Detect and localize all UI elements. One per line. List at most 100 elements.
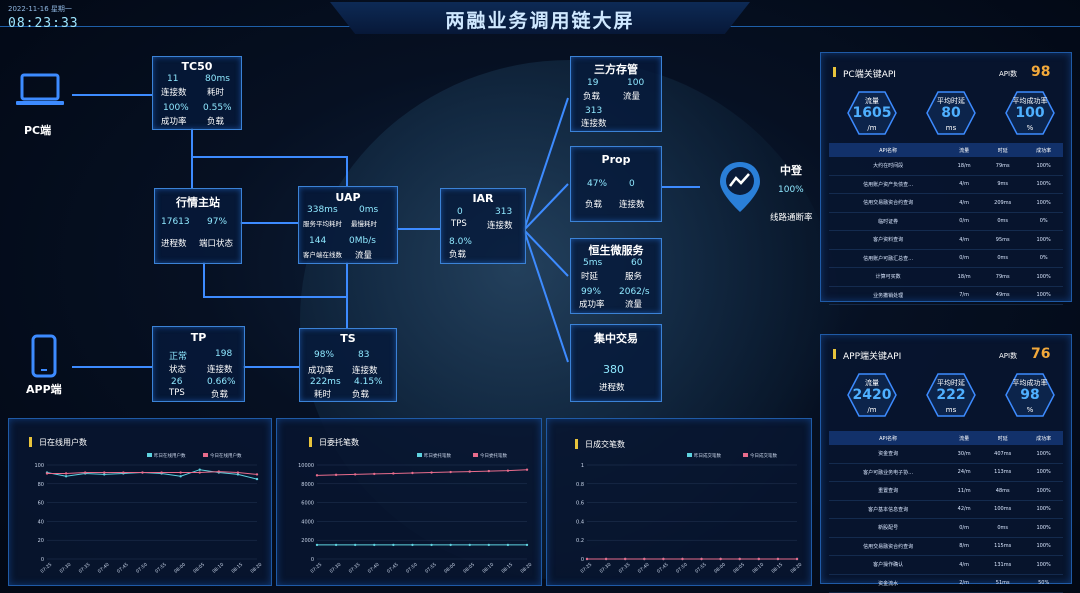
- node-uap[interactable]: UAP 338ms 0ms 服务平均耗时 最慢耗时 144 0Mb/s 客户端在…: [298, 186, 398, 264]
- y-tick-label: 2000: [301, 538, 314, 544]
- table-cell: 8/m: [947, 537, 982, 556]
- node-value: 222ms: [310, 377, 341, 387]
- data-point: [623, 557, 627, 561]
- data-point: [315, 543, 319, 547]
- data-point: [315, 474, 319, 477]
- page-title: 两融业务调用链大屏: [445, 10, 635, 32]
- node-value: 380: [603, 363, 624, 376]
- node-hqzz[interactable]: 行情主站 17613 97% 进程数 端口状态: [154, 188, 242, 264]
- node-value: 83: [358, 350, 370, 360]
- node-iar[interactable]: IAR 0 313 TPS 连接数 8.0% 负载: [440, 188, 526, 264]
- node-label: 成功率: [579, 300, 605, 310]
- table-cell: 新股配号: [829, 518, 948, 538]
- table-cell: 0/m: [947, 518, 982, 538]
- y-tick-label: 1: [581, 463, 584, 469]
- y-tick-label: 0: [41, 557, 44, 563]
- data-point: [700, 557, 703, 561]
- api-count: 76: [1031, 346, 1051, 362]
- node-label: 服务平均耗时: [303, 220, 342, 228]
- data-point: [585, 557, 589, 561]
- legend-swatch: [743, 453, 748, 457]
- node-value: 97%: [207, 217, 228, 227]
- table-cell: 0%: [1024, 212, 1063, 231]
- table-cell: 客户操作确认: [829, 555, 948, 575]
- node-title: 三方存管: [594, 63, 638, 76]
- node-title: TC50: [181, 60, 213, 73]
- data-point: [179, 475, 182, 478]
- node-jzjy[interactable]: 集中交易 380 进程数: [570, 324, 662, 402]
- x-tick-label: 08:05: [462, 562, 476, 575]
- table-cell: 100%: [1024, 286, 1063, 305]
- x-tick-label: 07:45: [116, 562, 130, 575]
- data-point: [487, 469, 491, 473]
- clock-text: 08:23:33: [8, 16, 79, 31]
- table-cell: 100%: [1024, 445, 1063, 464]
- node-value: 8.0%: [449, 237, 472, 247]
- node-label: 负载: [449, 250, 467, 260]
- node-value: 0ms: [359, 205, 379, 215]
- table-header: 时延: [981, 431, 1025, 445]
- node-label: 服务: [625, 272, 643, 282]
- x-tick-label: 07:35: [78, 562, 92, 575]
- data-point: [122, 471, 125, 474]
- x-tick-label: 08:20: [249, 562, 263, 575]
- data-point: [662, 557, 665, 561]
- table-cell: 209ms: [981, 193, 1025, 213]
- y-tick-label: 10000: [298, 463, 314, 469]
- y-tick-label: 0: [581, 557, 584, 563]
- node-title: TP: [190, 331, 207, 344]
- node-ts[interactable]: TS 98% 83 成功率 连接数 222ms 4.15% 耗时 负载: [299, 328, 397, 402]
- x-tick-label: 07:35: [618, 562, 632, 575]
- zd-label: 线路通断率: [770, 213, 813, 223]
- y-tick-label: 60: [38, 501, 44, 507]
- y-tick-label: 0.8: [576, 482, 584, 488]
- api-count-label: API数: [999, 70, 1018, 78]
- table-cell: 18/m: [947, 157, 982, 176]
- node-label: 流量: [625, 300, 643, 310]
- node-title: 集中交易: [594, 332, 638, 345]
- node-tp[interactable]: TP 正常 198 状态 连接数 26 0.66% TPS 负载: [152, 326, 245, 402]
- table-cell: 48ms: [981, 481, 1025, 501]
- node-hsws[interactable]: 恒生微服务 5ms 60 时延 服务 99% 2062/s 成功率 流量: [570, 238, 662, 314]
- data-point: [217, 470, 221, 473]
- table-cell: 11/m: [947, 481, 982, 501]
- node-sfcg[interactable]: 三方存管 19 100 负载 流量 313 连接数: [570, 56, 662, 132]
- table-cell: 100%: [1024, 267, 1063, 287]
- series-line: [47, 471, 258, 475]
- phone-icon: [31, 334, 57, 378]
- table-cell: 100ms: [981, 500, 1025, 519]
- node-tc50[interactable]: TC50 11 80ms 连接数 耗时 100% 0.55% 成功率 负载: [152, 56, 242, 130]
- table-header: 流量: [947, 431, 982, 445]
- data-point: [179, 471, 182, 474]
- x-tick-label: 07:25: [309, 562, 323, 575]
- x-tick-label: 08:05: [192, 562, 206, 575]
- legend-label: 今日成交笔数: [750, 452, 777, 459]
- table-cell: 100%: [1024, 193, 1063, 213]
- api-count-label: API数: [999, 352, 1018, 360]
- node-prop[interactable]: Prop 47% 0 负载 连接数: [570, 146, 662, 222]
- data-point: [411, 543, 414, 547]
- node-label: 耗时: [207, 88, 225, 98]
- x-tick-label: 08:15: [230, 562, 244, 575]
- data-point: [738, 557, 741, 561]
- table-cell: 95ms: [981, 230, 1025, 250]
- table-cell: 业务撤销处理: [829, 286, 948, 305]
- table-cell: 0ms: [981, 518, 1025, 538]
- data-point: [198, 471, 201, 474]
